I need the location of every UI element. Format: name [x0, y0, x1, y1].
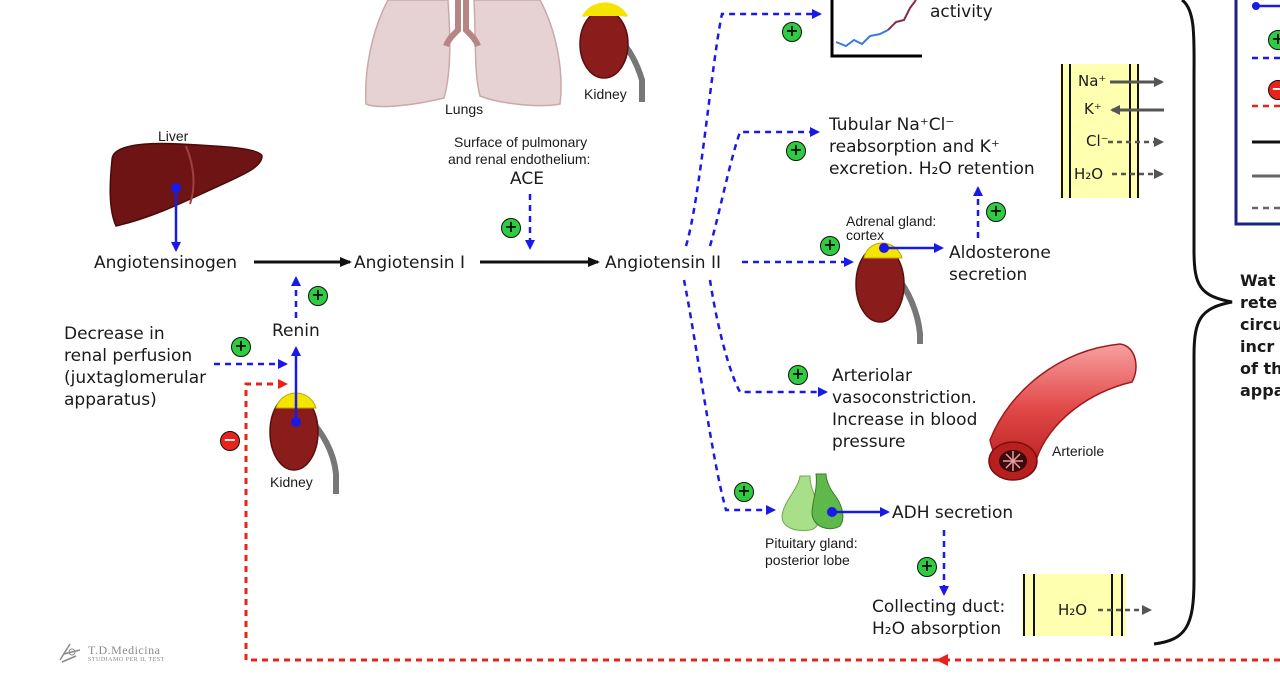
lungs-illustration: [364, 0, 562, 108]
label-activity: activity: [930, 2, 993, 22]
water-line4: incr: [1240, 337, 1275, 356]
tubular-membrane: [1060, 64, 1164, 198]
label-collecting-line1: Collecting duct:: [872, 597, 1006, 617]
activity-graph: [830, 0, 922, 58]
ion-label-0: Na⁺: [1078, 72, 1107, 90]
label-arteriolar-line1: Arteriolar: [832, 366, 912, 386]
label-collecting-line2: H₂O absorption: [872, 619, 1002, 639]
label-adrenal-line1: Adrenal gland:: [846, 213, 937, 229]
water-line5: of th: [1240, 359, 1280, 378]
water-line3: circu: [1240, 315, 1280, 334]
minus-badge-feedback: −: [220, 431, 240, 451]
plus-badge-pituitary: +: [734, 482, 754, 502]
label-surface-line1: Surface of pulmonary: [454, 134, 588, 150]
label-surface-line2: and renal endothelium:: [448, 151, 591, 167]
label-angiotensinogen: Angiotensinogen: [94, 253, 237, 273]
plus-badge-renin: +: [308, 286, 328, 306]
plus-badge-adrenal: +: [820, 236, 840, 256]
label-tubular-line3: excretion. H₂O retention: [829, 159, 1035, 179]
kidney-top-illustration: [579, 2, 645, 102]
plus-badge-ace: +: [501, 218, 521, 238]
label-decrease-line2: renal perfusion: [64, 346, 193, 366]
plus-badge-arteriolar: +: [788, 365, 808, 385]
label-liver: Liver: [158, 128, 189, 144]
legend-box: [1234, 0, 1280, 226]
red-arrowhead-bottom: [936, 654, 948, 666]
label-kidney-top: Kidney: [584, 86, 627, 102]
label-adh: ADH secretion: [892, 503, 1014, 523]
plus-badge-activity: +: [782, 22, 802, 42]
arteriole-illustration: [988, 343, 1137, 481]
label-pituitary-line1: Pituitary gland:: [765, 535, 858, 551]
adrenal-kidney-illustration: [855, 242, 923, 344]
ion-label-3: H₂O: [1074, 165, 1104, 183]
dashed-red-arrows: [244, 379, 1280, 662]
plus-badge-aldosterone: +: [986, 202, 1006, 222]
plus-badge-legend: +: [1268, 30, 1280, 50]
label-arteriole: Arteriole: [1052, 443, 1105, 459]
label-renin: Renin: [272, 321, 320, 341]
label-decrease-line4: apparatus): [64, 390, 157, 410]
watermark-brand: T.D.Medicina: [88, 643, 161, 657]
summary-brace: [1153, 0, 1233, 646]
water-line1: Wat: [1240, 271, 1276, 290]
solid-blue-arrows: [171, 188, 944, 517]
liver-illustration: [109, 142, 263, 227]
plus-badge-tubular: +: [786, 141, 806, 161]
label-kidney-bottom: Kidney: [270, 474, 313, 490]
collecting-duct-membrane: [1022, 574, 1152, 636]
label-arteriolar-line2: vasoconstriction.: [832, 388, 977, 408]
label-ace: ACE: [510, 169, 544, 189]
label-arteriolar-line3: Increase in blood: [832, 410, 978, 430]
watermark-tagline: STUDIAMO PER IL TEST: [88, 657, 165, 663]
label-tubular-line2: reabsorption and K⁺: [829, 137, 1000, 157]
label-tubular-line1: Tubular Na⁺Cl⁻: [829, 115, 955, 135]
plus-badge-perfusion: +: [231, 337, 251, 357]
label-pituitary-line2: posterior lobe: [765, 552, 850, 568]
label-angiotensin2: Angiotensin II: [605, 253, 722, 273]
label-adrenal-line2: cortex: [846, 227, 885, 243]
water-line2: rete: [1240, 293, 1278, 312]
pituitary-illustration: [781, 473, 844, 531]
label-decrease-line1: Decrease in: [64, 324, 165, 344]
watermark: T.D.Medicina STUDIAMO PER IL TEST: [58, 640, 208, 666]
label-lungs: Lungs: [445, 101, 484, 117]
water-line6: appa: [1240, 381, 1280, 400]
watermark-logo-icon: [59, 643, 81, 663]
minus-badge-legend: −: [1268, 80, 1280, 100]
ion-label-1: K⁺: [1084, 100, 1102, 118]
label-aldosterone-line2: secretion: [949, 265, 1028, 285]
label-decrease-line3: (juxtaglomerular: [64, 368, 207, 388]
label-angiotensin1: Angiotensin I: [354, 253, 465, 273]
dashed-blue-arrows: [214, 9, 983, 596]
duct-ion-label: H₂O: [1058, 601, 1088, 619]
plus-badge-collecting: +: [917, 557, 937, 577]
ion-label-2: Cl⁻: [1086, 132, 1109, 150]
label-arteriolar-line4: pressure: [832, 432, 906, 452]
label-aldosterone-line1: Aldosterone: [949, 243, 1051, 263]
